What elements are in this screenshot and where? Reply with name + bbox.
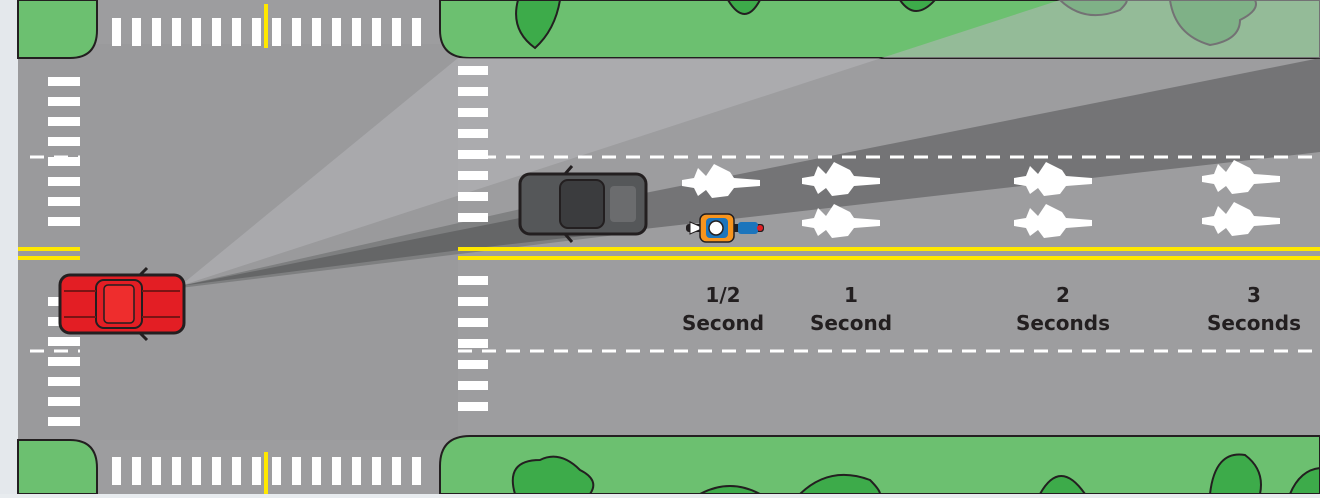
label-three-seconds: 3 Seconds xyxy=(1184,281,1320,337)
label-time: 2 xyxy=(993,281,1133,309)
approaching-car xyxy=(60,268,184,340)
label-time: 1/2 xyxy=(653,281,793,309)
grass-corner-top-left xyxy=(18,0,97,58)
grass-corner-bottom-left xyxy=(18,440,97,494)
label-unit: Seconds xyxy=(993,309,1133,337)
label-unit: Second xyxy=(653,309,793,337)
center-mark-top xyxy=(264,4,268,48)
label-half-second: 1/2 Second xyxy=(653,281,793,337)
label-two-seconds: 2 Seconds xyxy=(993,281,1133,337)
label-unit: Second xyxy=(781,309,921,337)
label-one-second: 1 Second xyxy=(781,281,921,337)
center-mark-bottom xyxy=(264,452,268,494)
label-time: 1 xyxy=(781,281,921,309)
label-time: 3 xyxy=(1184,281,1320,309)
blocking-car xyxy=(520,166,646,242)
label-unit: Seconds xyxy=(1184,309,1320,337)
